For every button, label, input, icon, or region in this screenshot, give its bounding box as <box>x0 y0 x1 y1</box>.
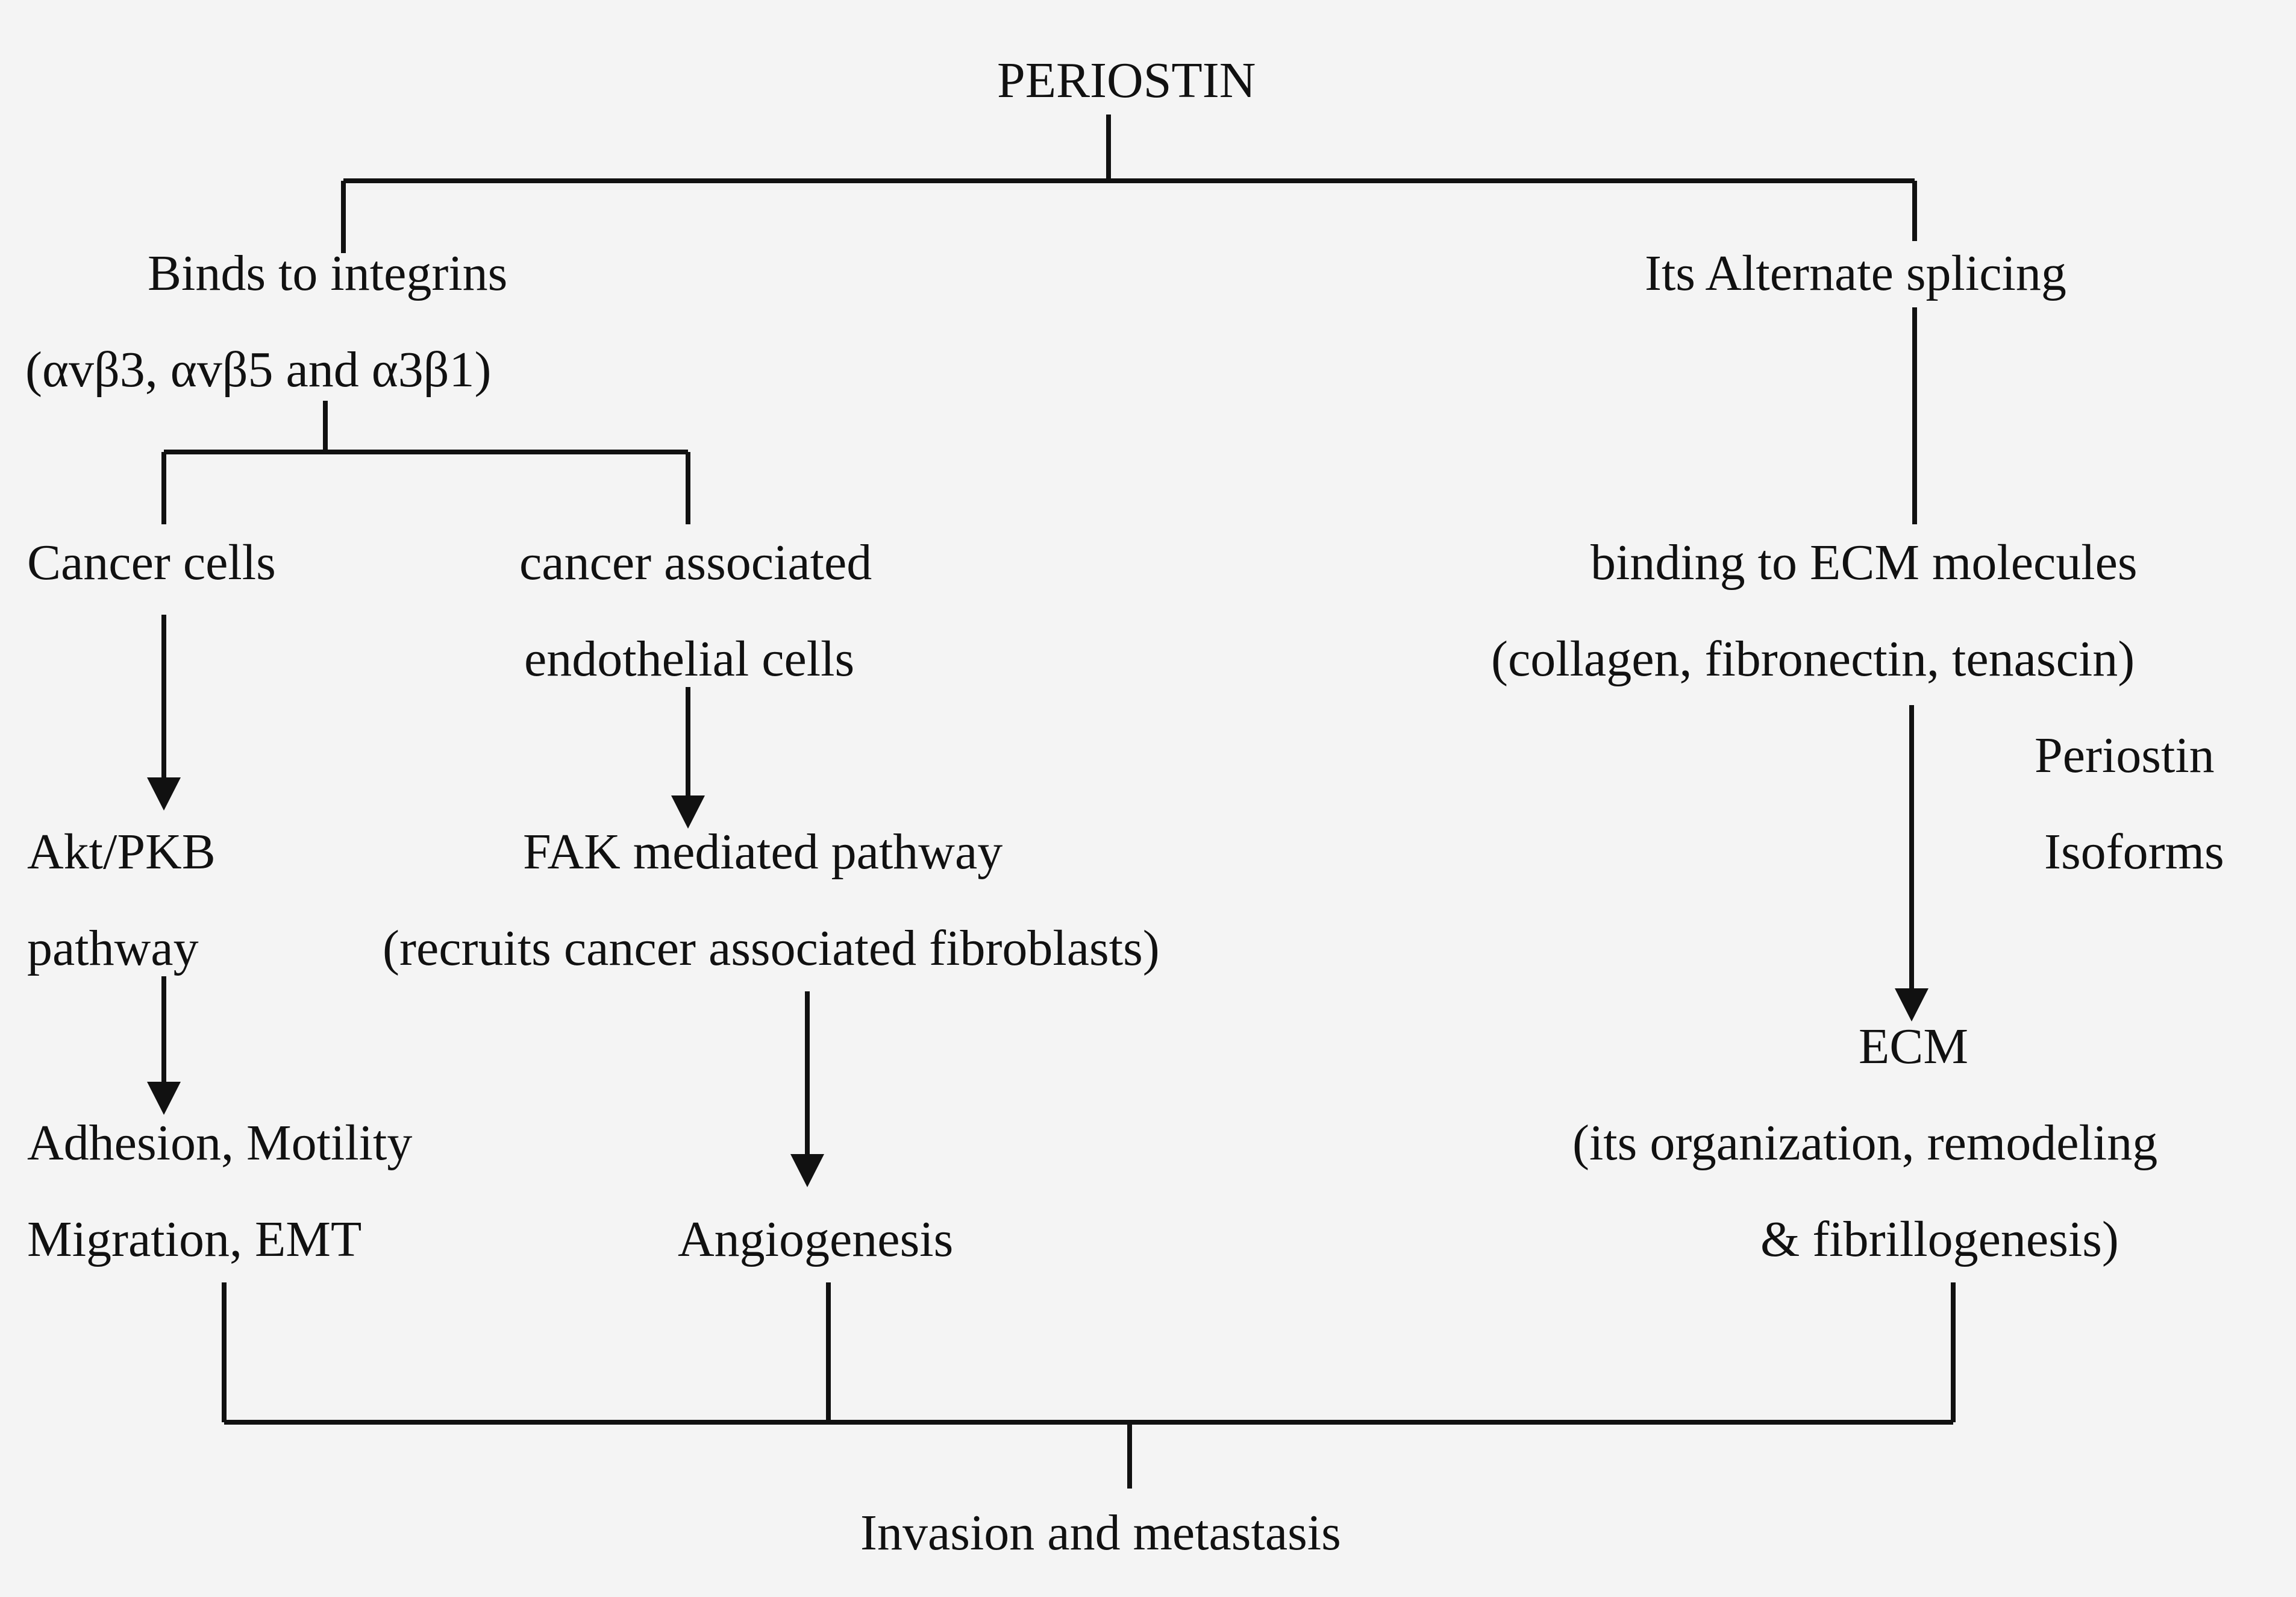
arrow-ecm-molecules-to-ecm-head <box>1895 988 1928 1021</box>
ecm-organization-label: (its organization, remodeling <box>1572 1115 2158 1171</box>
fak-recruits-label: (recruits cancer associated fibroblasts) <box>383 920 1160 976</box>
periostin-title: PERIOSTIN <box>997 52 1256 108</box>
akt-pkb-label: Akt/PKB <box>27 824 216 880</box>
ecm-molecules-label: (collagen, fibronectin, tenascin) <box>1491 631 2135 687</box>
ecm-fibrillogenesis-label: & fibrillogenesis) <box>1760 1211 2119 1267</box>
cancer-cells-label: Cancer cells <box>27 535 276 591</box>
arrow-akt-to-adhesion-head <box>147 1082 181 1115</box>
invasion-metastasis-label: Invasion and metastasis <box>860 1505 1341 1561</box>
ecm-binding-label: binding to ECM molecules <box>1591 535 2138 591</box>
integrin-types-label: (αvβ3, αvβ5 and α3β1) <box>25 342 492 398</box>
periostin-isoforms-label-2: Isoforms <box>2044 824 2224 880</box>
periostin-isoforms-label-1: Periostin <box>2035 727 2215 783</box>
arrow-endothelial-to-fak-head <box>671 795 705 829</box>
fak-pathway-label: FAK mediated pathway <box>523 824 1003 880</box>
arrow-cancer-cells-to-akt-head <box>147 777 181 811</box>
akt-pathway-label: pathway <box>27 920 199 976</box>
ecm-label: ECM <box>1859 1018 1969 1075</box>
cancer-associated-label: cancer associated <box>519 535 872 591</box>
angiogenesis-label: Angiogenesis <box>678 1211 954 1267</box>
binds-integrins-label: Binds to integrins <box>148 245 508 301</box>
alt-splicing-label: Its Alternate splicing <box>1645 245 2066 301</box>
endothelial-cells-label: endothelial cells <box>524 631 855 687</box>
migration-emt-label: Migration, EMT <box>27 1211 362 1267</box>
arrow-fak-to-angiogenesis-head <box>790 1154 824 1187</box>
adhesion-motility-label: Adhesion, Motility <box>27 1115 413 1171</box>
